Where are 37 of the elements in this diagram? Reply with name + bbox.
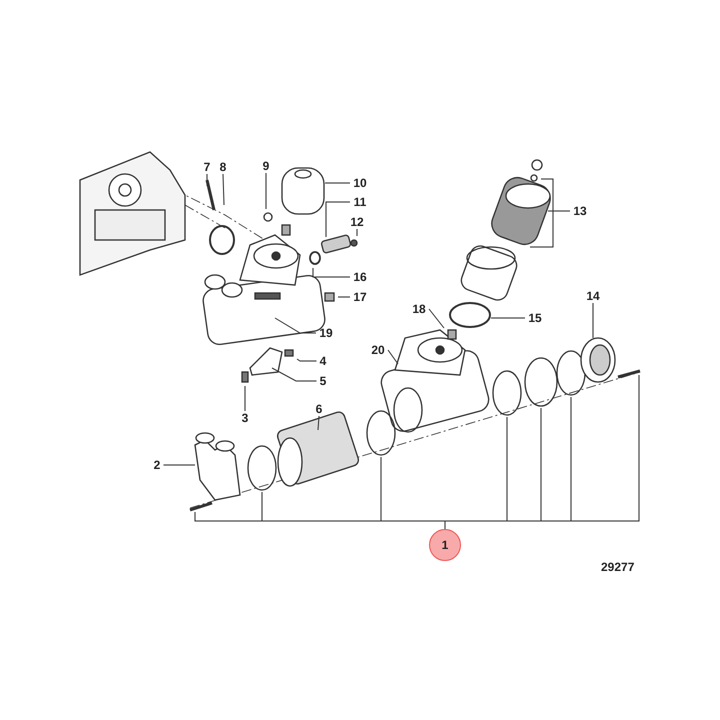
leader-line: [388, 350, 398, 364]
callout-number: 5: [320, 374, 326, 388]
callout-number: 17: [353, 290, 367, 304]
leader-line: [222, 174, 224, 206]
callout-number: 6: [316, 402, 322, 416]
leader-line: [592, 302, 594, 338]
leader-line: [272, 368, 317, 382]
callout-number: 2: [154, 458, 160, 472]
leader-line: [318, 416, 320, 430]
callout-number: 4: [320, 354, 326, 368]
leader-line: [274, 318, 316, 334]
callout-number: 8: [220, 160, 226, 174]
callout-number: 10: [353, 176, 367, 190]
callout-number: 15: [528, 311, 542, 325]
callout-number: 14: [586, 289, 600, 303]
leader-line: [338, 296, 350, 298]
callout-number: 16: [353, 270, 367, 284]
callout-number: 9: [262, 159, 270, 173]
leader-line: [326, 202, 350, 238]
callout-number: 18: [412, 302, 426, 316]
leader-line: [244, 386, 246, 412]
leader-line: [163, 464, 196, 466]
callout-number: 19: [319, 326, 333, 340]
callout-number: 11: [354, 195, 366, 209]
highlighted-callout-number: 1: [429, 529, 461, 561]
leader-line: [324, 182, 350, 184]
leader-line: [428, 308, 444, 328]
leader-line: [356, 228, 358, 236]
callout-number: 7: [204, 160, 210, 174]
drawing-number: 29277: [601, 560, 634, 574]
callout-number: 3: [242, 411, 248, 425]
leader-line: [296, 358, 317, 362]
callout-number: 13: [573, 204, 587, 218]
leader-line: [206, 174, 208, 186]
callout-number: 20: [371, 343, 385, 357]
leader-line: [312, 268, 350, 278]
callout-number: 12: [350, 215, 364, 229]
